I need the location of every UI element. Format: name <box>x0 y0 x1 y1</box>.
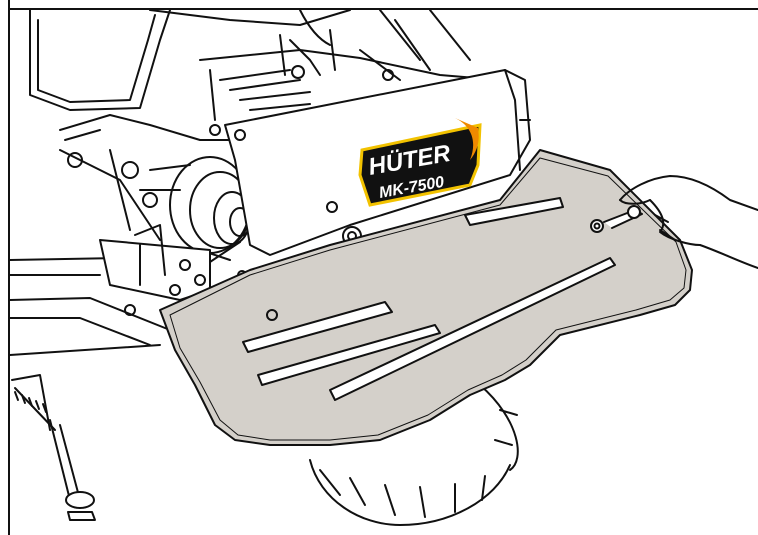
spring-stand <box>11 374 96 521</box>
frame-top-border <box>8 8 758 10</box>
engine-block <box>29 9 501 121</box>
hand-with-wrench <box>603 175 758 269</box>
frame-left-border <box>8 0 10 535</box>
wheel <box>309 384 519 526</box>
protective-shield <box>159 149 693 446</box>
tiller-frame <box>9 224 247 356</box>
pulley-assembly <box>59 114 251 254</box>
